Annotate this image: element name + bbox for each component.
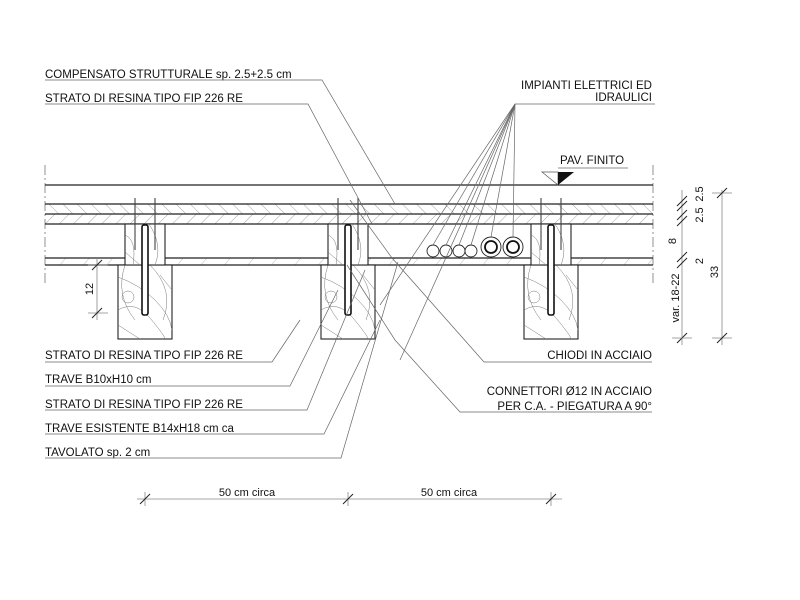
label-connettori-2: PER C.A. - PIEGATURA A 90° [497, 401, 652, 413]
steel-connector [344, 224, 352, 316]
label-connettori-1: CONNETTORI Ø12 IN ACCIAIO [487, 386, 652, 398]
beam-assembly [523, 198, 579, 340]
label-trave-esistente: TRAVE ESISTENTE B14xH18 cm ca [45, 423, 235, 435]
label-tavolato: TAVOLATO sp. 2 cm [45, 447, 150, 459]
large-pipe [480, 236, 502, 258]
label-resina-1: STRATO DI RESINA TIPO FIP 226 RE [45, 350, 243, 362]
beam-assembly [117, 198, 173, 340]
pav-finito-label: PAV. FINITO [560, 155, 624, 167]
dimension-left-12: 12 [84, 258, 108, 320]
small-pipe [439, 244, 453, 258]
dim-var: var. 18-22 [670, 274, 682, 323]
impianti-leaders [379, 103, 655, 361]
leader-resina-top [45, 103, 373, 225]
spacing-label-1: 50 cm circa [219, 487, 276, 499]
dimension-right-stack: 2.5 2.5 8 2 var. 18-22 33 [667, 186, 732, 345]
pipes [426, 236, 524, 258]
label-trave-nuova: TRAVE B10xH10 cm [45, 374, 152, 386]
impianti-label-2: IDRAULICI [595, 92, 652, 104]
label-compensato: COMPENSATO STRUTTURALE sp. 2.5+2.5 cm [45, 69, 292, 81]
finish-level-marker [541, 167, 628, 186]
small-pipe [426, 244, 440, 258]
leader-connettori [346, 264, 652, 413]
dim-8: 8 [667, 238, 679, 244]
label-resina-top: STRATO DI RESINA TIPO FIP 226 RE [45, 93, 243, 105]
dim-2-5-a: 2.5 [694, 186, 706, 201]
steel-connector [141, 224, 149, 316]
impianti-label-1: IMPIANTI ELETTRICI ED [521, 80, 652, 92]
leader-compensato [45, 79, 396, 205]
dim-12-label: 12 [84, 283, 96, 295]
leader-chiodi [349, 199, 652, 363]
beam-assembly [320, 198, 376, 340]
label-chiodi: CHIODI IN ACCIAIO [547, 350, 652, 362]
bottom-left-labels: STRATO DI RESINA TIPO FIP 226 RE TRAVE B… [45, 261, 399, 459]
small-pipe [464, 244, 478, 258]
label-resina-2: STRATO DI RESINA TIPO FIP 226 RE [45, 399, 243, 411]
plywood-layers [45, 203, 653, 225]
steel-connector [547, 224, 555, 316]
large-pipe [502, 236, 524, 258]
spacing-label-2: 50 cm circa [421, 487, 478, 499]
small-pipe [452, 244, 466, 258]
dim-2: 2 [694, 258, 706, 264]
dimension-spacing: 50 cm circa 50 cm circa [137, 487, 562, 506]
dim-2-5-b: 2.5 [694, 207, 706, 222]
dim-33: 33 [709, 266, 721, 278]
